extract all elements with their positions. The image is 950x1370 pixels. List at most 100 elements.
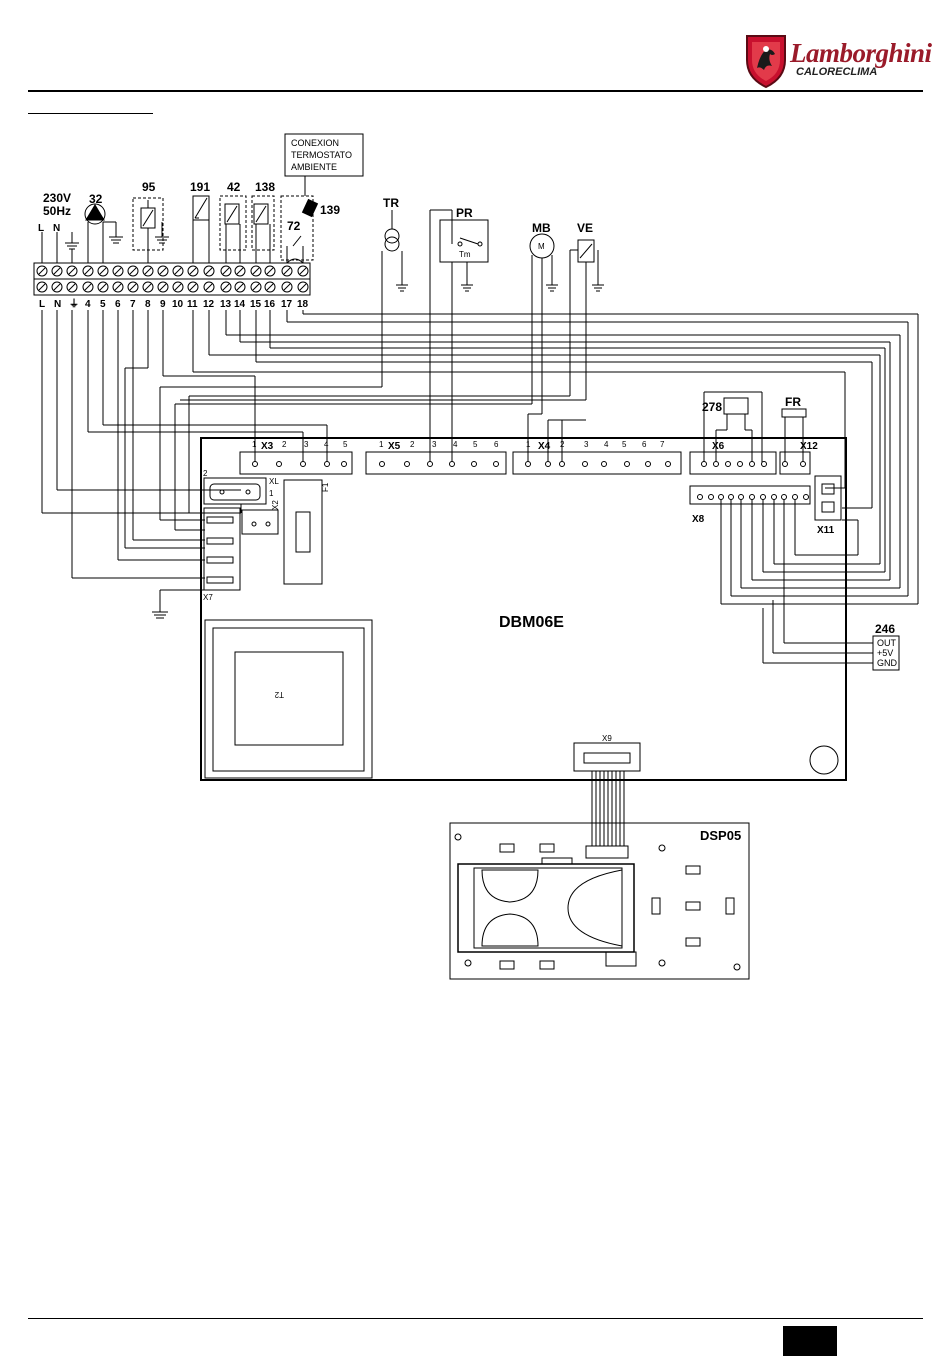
- transformer-t2: [205, 620, 372, 778]
- x4-pin-number: 4: [604, 440, 609, 449]
- x8-pin: [761, 495, 766, 500]
- page-number-box: [783, 1326, 837, 1356]
- terminal-label: 17: [281, 299, 293, 310]
- terminal-screw-slot: [300, 284, 306, 290]
- display-button[interactable]: [540, 844, 554, 852]
- terminal-screw-slot: [253, 284, 259, 290]
- board-dbm06e: [201, 438, 846, 780]
- terminal-screw-slot: [69, 268, 75, 274]
- x5-pin: [472, 462, 477, 467]
- terminal-screw-slot: [160, 268, 166, 274]
- x4-pin-number: 3: [584, 440, 589, 449]
- x4-pin: [602, 462, 607, 467]
- display-button[interactable]: [540, 961, 554, 969]
- pin-number-labels: 123451234561234567: [252, 440, 665, 449]
- display-component: [606, 952, 636, 966]
- ground-icon: [155, 237, 169, 243]
- connector-x2: [242, 510, 278, 534]
- terminal-label: 8: [145, 299, 151, 310]
- display-button[interactable]: [500, 844, 514, 852]
- terminal-screw-slot: [115, 284, 121, 290]
- terminal-screw-slot: [39, 268, 45, 274]
- x8-pin: [793, 495, 798, 500]
- connector-x7: [204, 508, 240, 590]
- lcd-arc-bottom: [482, 914, 538, 946]
- display-screw: [659, 845, 665, 851]
- x4-pin: [646, 462, 651, 467]
- sensor-246-5v: +5V: [877, 648, 893, 658]
- display-screw: [659, 960, 665, 966]
- terminal-screw-slot: [253, 268, 259, 274]
- display-button[interactable]: [686, 938, 700, 946]
- connector-x12-label: X12: [800, 441, 818, 452]
- flow-switch-fr: [782, 409, 806, 417]
- display-connector: [586, 846, 628, 858]
- ambient-line-2: TERMOSTATO: [291, 150, 352, 160]
- terminal-screw-slot: [130, 268, 136, 274]
- display-button[interactable]: [686, 866, 700, 874]
- x5-pin: [494, 462, 499, 467]
- sensor-246-gnd: GND: [877, 658, 898, 668]
- terminal-screw-slot: [206, 268, 212, 274]
- sensor-191-label: 191: [190, 180, 210, 194]
- connector-x3-label: X3: [261, 441, 274, 452]
- x6-pin: [702, 462, 707, 467]
- lcd-arc-right: [568, 870, 622, 946]
- x8-pin: [782, 495, 787, 500]
- terminal-label: N: [54, 299, 61, 310]
- terminal-label: 16: [264, 299, 276, 310]
- ground-icon: [461, 285, 473, 291]
- ground-icon: [65, 232, 79, 249]
- x6-pin: [714, 462, 719, 467]
- terminal-label: 11: [187, 299, 198, 310]
- display-led: [726, 898, 734, 914]
- terminal-screw-slot: [130, 284, 136, 290]
- terminal-label: ⏚: [69, 298, 79, 310]
- x8-pin: [729, 495, 734, 500]
- ambient-line-1: CONEXION: [291, 138, 339, 148]
- x3-pin-number: 2: [282, 440, 287, 449]
- x8-pin: [698, 495, 703, 500]
- lcd-display: [458, 864, 634, 952]
- connector-pins: [253, 462, 809, 500]
- terminal-screw-slot: [284, 284, 290, 290]
- display-button[interactable]: [686, 902, 700, 910]
- top-mark-n: N: [53, 223, 60, 234]
- x4-pin: [625, 462, 630, 467]
- transformer-icon: [385, 229, 399, 251]
- x3-pin-number: 4: [324, 440, 329, 449]
- ground-icon: [152, 612, 168, 618]
- connector-x2-label: X2: [271, 500, 280, 510]
- terminal-screw-slot: [85, 268, 91, 274]
- x3-pin: [301, 462, 306, 467]
- xl-pin-1: 1: [269, 489, 274, 498]
- terminal-screw-slot: [115, 268, 121, 274]
- frequency-label: 50Hz: [43, 204, 71, 218]
- connector-x9-label: X9: [602, 734, 612, 743]
- terminal-screw-slot: [267, 284, 273, 290]
- x8-pin: [772, 495, 777, 500]
- x6-pin: [750, 462, 755, 467]
- sensor-42-label: 42: [227, 180, 241, 194]
- terminal-label: 10: [172, 299, 184, 310]
- terminal-screw-slot: [160, 284, 166, 290]
- terminal-label: L: [39, 299, 45, 310]
- x4-pin: [560, 462, 565, 467]
- terminal-screw-slot: [175, 268, 181, 274]
- terminal-screw-slot: [175, 284, 181, 290]
- x5-pin: [405, 462, 410, 467]
- fan-m-label: M: [538, 242, 545, 251]
- gas-valve-label: VE: [577, 221, 593, 235]
- terminal-label: 7: [130, 299, 136, 310]
- ground-icon: [109, 237, 123, 243]
- x5-pin-number: 2: [410, 440, 415, 449]
- x12-pin: [783, 462, 788, 467]
- connector-x7-label: X7: [203, 593, 213, 602]
- x3-pin-number: 1: [252, 440, 257, 449]
- terminal-screw-slot: [223, 268, 229, 274]
- x4-pin-number: 2: [560, 440, 565, 449]
- x8-pin: [804, 495, 809, 500]
- connector-xl-label: XL: [269, 477, 279, 486]
- display-button[interactable]: [500, 961, 514, 969]
- terminal-label: 15: [250, 299, 262, 310]
